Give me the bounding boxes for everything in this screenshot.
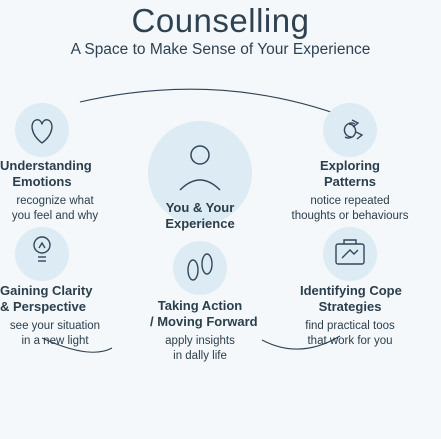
lightbulb-icon [33, 236, 51, 262]
cycle-arrows-icon [343, 119, 364, 140]
step-you-heading: You & Your Experience [165, 200, 235, 231]
footprints-icon [187, 253, 213, 281]
connector-curve-left [41, 337, 113, 353]
step-understanding-heading: Understanding Emotions [0, 158, 92, 189]
circle-patterns [323, 103, 377, 157]
circle-strategies [323, 227, 377, 281]
heart-icon [31, 119, 53, 144]
toolbox-icon [335, 239, 365, 265]
step-strategies-heading: Identifying Cope Strategies [300, 283, 402, 314]
circle-you [148, 121, 252, 225]
step-clarity-description: see your situation in a new light [9, 320, 101, 347]
connector-arrow-top [79, 88, 349, 119]
circle-action [173, 241, 227, 295]
step-patterns-description: notice repeated thoughts or behaviours [291, 195, 409, 222]
person-icon [179, 145, 221, 191]
circle-clarity [15, 227, 69, 281]
page-subtitle: A Space to Make Sense of Your Experience [70, 41, 371, 58]
step-patterns-heading: Exploring Patterns [320, 158, 380, 189]
step-understanding-description: recognize what you feel and why [11, 195, 99, 222]
step-strategies-description: find practical toos that work for you [305, 320, 395, 347]
step-action-description: apply insights in dally life [165, 335, 235, 362]
step-action-heading: Taking Action / Moving Forward [150, 298, 258, 329]
page-title: Counselling [131, 2, 310, 39]
connector-curve-right [261, 335, 341, 350]
step-clarity-heading: Gaining Clarity & Perspective [0, 283, 93, 314]
circle-understanding [15, 103, 69, 157]
